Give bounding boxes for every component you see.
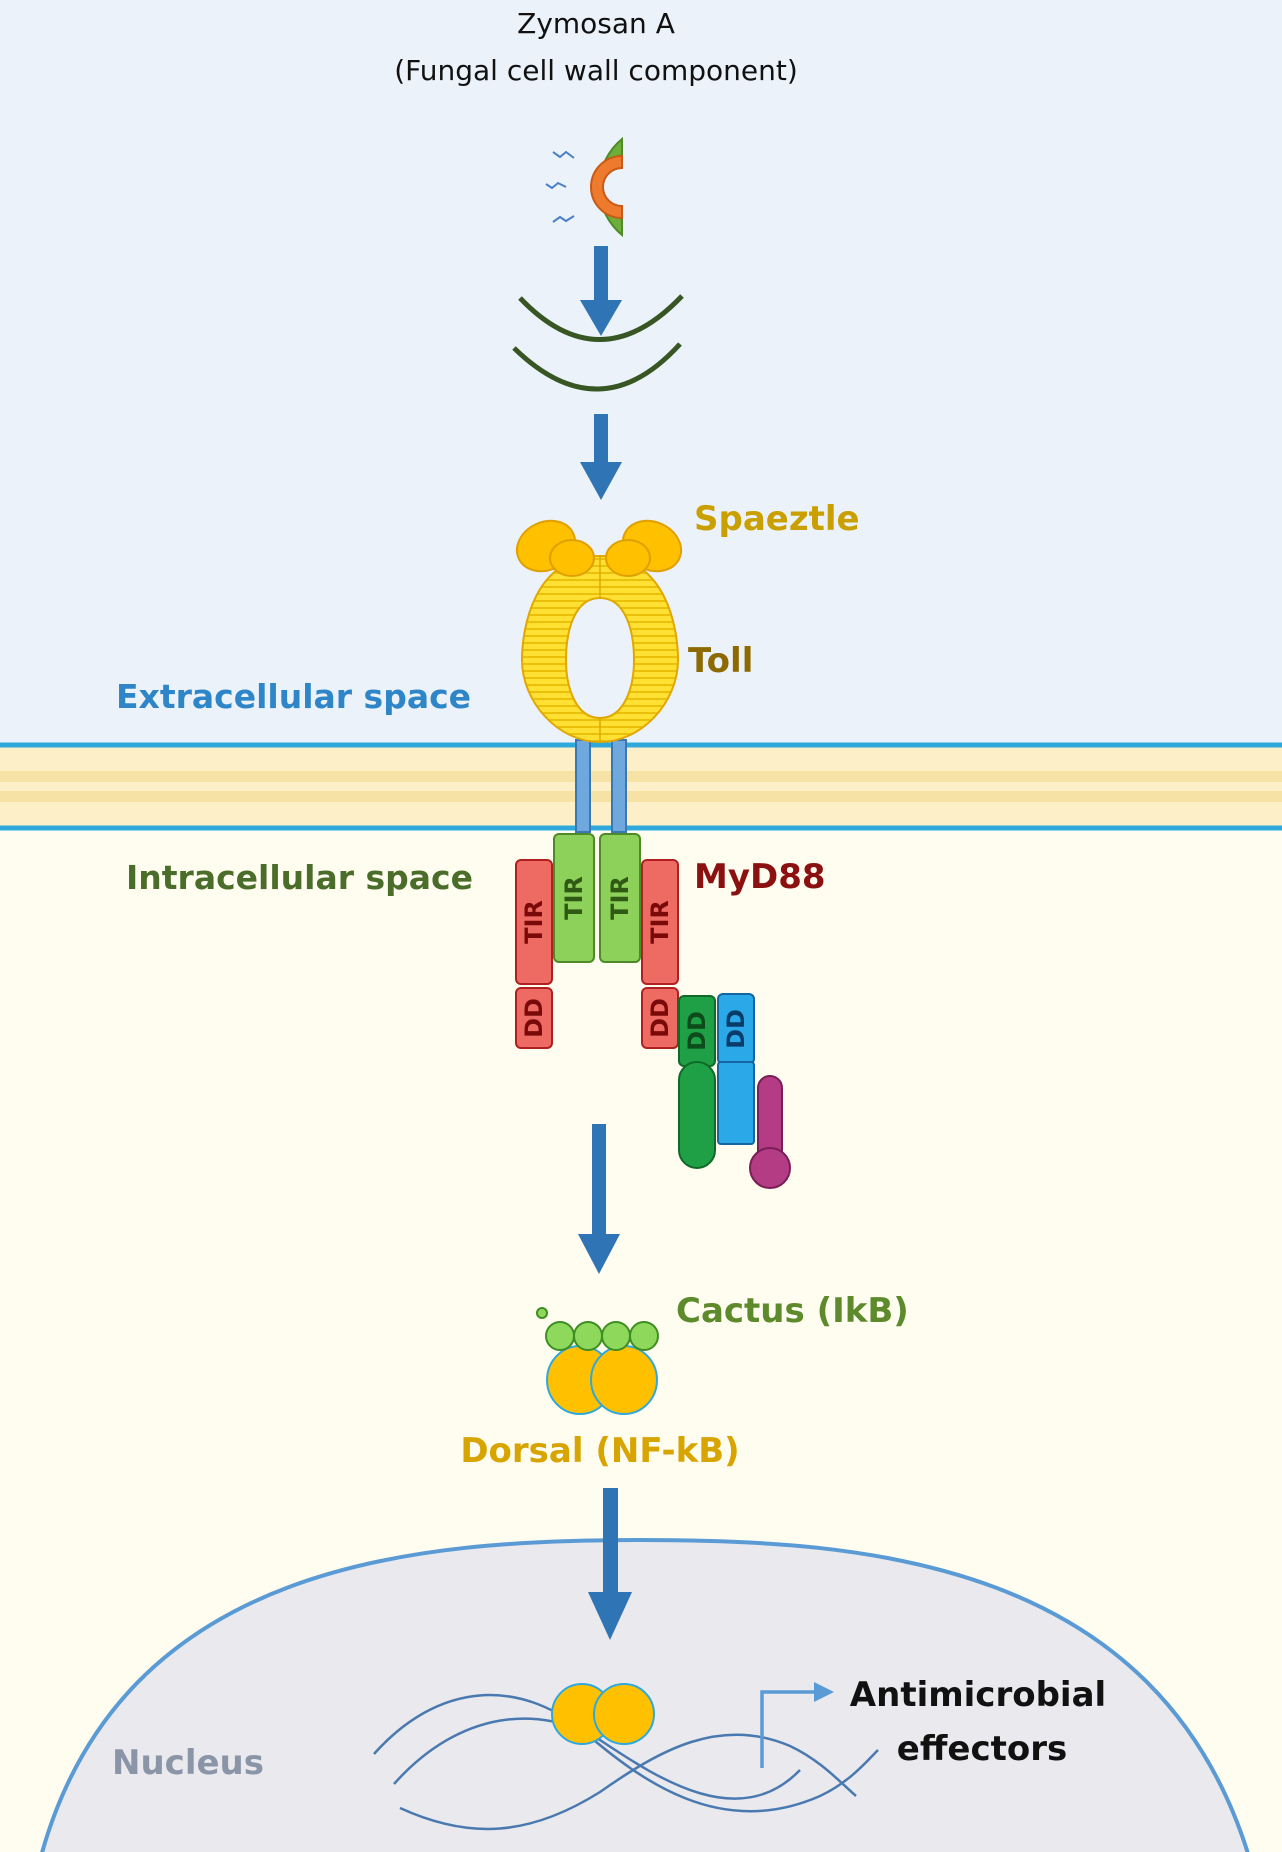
svg-text:DD: DD [520,998,548,1038]
cactus-protein [536,1307,659,1351]
toll-tir-left: TIR [553,833,595,963]
cell-membrane [0,742,1282,831]
myd88-tir-right: TIR [641,859,679,985]
svg-text:TIR: TIR [560,876,588,920]
tube-adaptor: DD [678,995,716,1169]
cactus-label: Cactus (IkB) [676,1291,909,1331]
svg-text:DD: DD [722,1009,750,1049]
dna-strands [373,1693,879,1831]
myd88-label: MyD88 [694,857,826,897]
protease-cascade-arcs [512,294,684,392]
magenta-protein [749,1075,791,1189]
spaeztle-label: Spaeztle [694,499,860,539]
spaeztle-ligand [515,519,683,577]
svg-text:DD: DD [683,1011,711,1051]
arrow-dorsal-to-nucleus [588,1488,632,1640]
arrow-receptor-to-complex [578,1124,620,1274]
toll-tir-right: TIR [599,833,641,963]
dorsal-protein [546,1345,658,1415]
toll-receptor [520,554,680,833]
intracellular-label: Intracellular space [126,858,473,897]
zymosan-icon [545,136,623,238]
myd88-dd-left: DD [515,987,553,1049]
arrow-cascade-to-spaeztle [580,414,622,500]
extracellular-label: Extracellular space [116,677,471,716]
svg-text:DD: DD [646,998,674,1038]
pelle-kinase: DD [717,993,755,1145]
antimicrobial-effectors-line2: effectors [897,1729,1067,1769]
ligand-name: Zymosan A [517,7,675,40]
svg-text:TIR: TIR [606,876,634,920]
myd88-tir-left: TIR [515,859,553,985]
toll-label: Toll [688,641,753,681]
nuclear-dorsal [551,1683,655,1745]
svg-text:TIR: TIR [520,900,548,944]
antimicrobial-effectors-line1: Antimicrobial [850,1675,1106,1715]
dorsal-label: Dorsal (NF-kB) [460,1431,739,1471]
transcription-start-arrow [760,1682,834,1768]
myd88-dd-right: DD [641,987,679,1049]
svg-text:TIR: TIR [646,900,674,944]
ligand-description: (Fungal cell wall component) [394,54,798,87]
arrow-zymosan-to-cascade [580,246,622,336]
nucleus-label: Nucleus [112,1743,264,1783]
